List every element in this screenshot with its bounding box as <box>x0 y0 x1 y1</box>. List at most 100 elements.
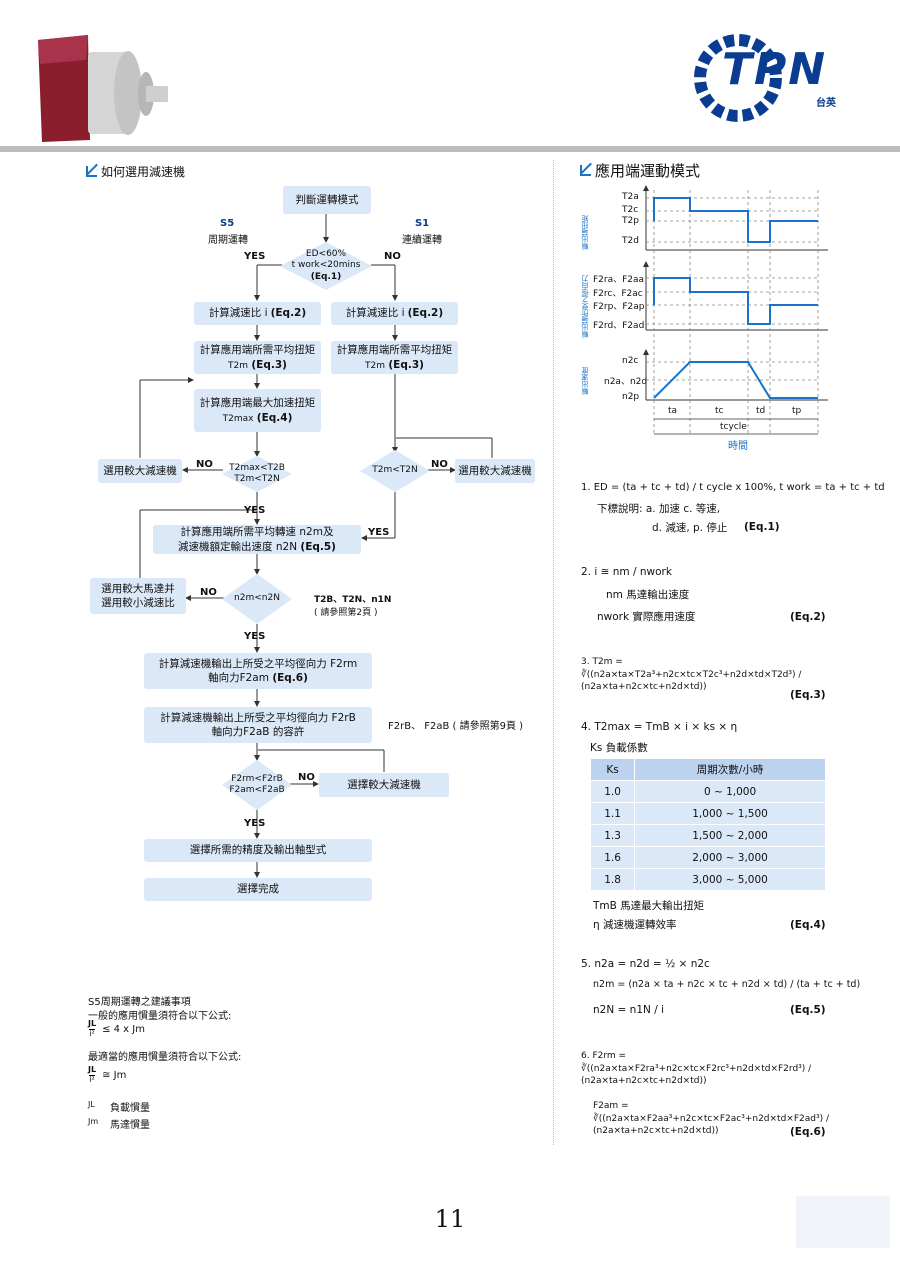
calc-avg-torque-s5: 計算應用端所需平均扭矩 T2m (Eq.3) <box>194 341 321 374</box>
note-ratings: T2B、T2N、n1N( 請參照第2頁 ) <box>314 595 392 618</box>
logo-text: TPN <box>722 44 828 95</box>
n2p-label: n2p <box>622 392 640 402</box>
d3-yes: YES <box>368 527 390 538</box>
d5-yes: YES <box>244 818 266 829</box>
calc-max-torque: 計算應用端最大加速扭矩 T2max (Eq.4) <box>194 389 321 432</box>
cycles-col-header: 周期次數/小時 <box>634 758 826 781</box>
section-arrow-icon <box>580 165 591 176</box>
y-axis-torque-label: 輸出端扭矩 <box>581 215 589 250</box>
calc-force-box: 計算減速機輸出上所受之平均徑向力 F2rm 軸向力F2am (Eq.6) <box>144 653 372 689</box>
s1-code: S1 <box>415 218 430 229</box>
d5-no: NO <box>298 772 315 783</box>
calc-ratio-s5: 計算減速比 i(Eq.2) <box>194 302 321 325</box>
jm-description: 馬達慣量 <box>110 1120 150 1131</box>
eq2-nwork: nwork 實際應用速度 <box>597 611 696 623</box>
eq2-number: (Eq.2) <box>790 611 826 623</box>
phase-ta: ta <box>668 406 678 416</box>
choose-larger-right: 選用較大減速機 <box>455 459 535 483</box>
decision-operating-mode: ED<60%t work<20mins(Eq.1) <box>280 242 372 290</box>
logo-subtext: 台英 <box>816 98 836 109</box>
tmb-description: TmB 馬達最大輸出扭矩 <box>593 900 705 912</box>
tpn-logo: TPN 台英 <box>688 28 868 128</box>
t2a-label: T2a <box>622 192 639 202</box>
choose-larger-left: 選用較大減速機 <box>98 459 182 483</box>
left-section-title: 如何選用減速機 <box>86 163 185 180</box>
header-rule <box>0 146 900 152</box>
s1-name: 連續運轉 <box>402 235 442 246</box>
done-box: 選擇完成 <box>144 878 372 901</box>
t2c-label: T2c <box>622 205 639 215</box>
decision-torque-s1: T2m<T2N <box>360 450 430 492</box>
d4-no: NO <box>200 587 217 598</box>
eq3-number: (Eq.3) <box>790 689 826 701</box>
y-axis-speed-label: 輸出速度 <box>581 367 589 395</box>
time-axis-label: 時間 <box>728 441 748 452</box>
choose-motor-box: 選用較大馬達并選用較小減速比 <box>90 578 186 614</box>
decision-speed: n2m<n2N <box>222 574 292 624</box>
ks-col-header: Ks <box>589 758 636 781</box>
f2p-label: F2rp、F2ap <box>593 302 645 312</box>
d1-no: NO <box>384 251 401 262</box>
eq5-line3: n2N = n1N / i <box>593 1004 664 1016</box>
eq4-number: (Eq.4) <box>790 919 826 931</box>
eq4-formula: 4. T2max = TmB × i × ks × η <box>581 721 738 733</box>
section-arrow-icon <box>86 166 97 177</box>
eta-description: η 減速機運轉效率 <box>593 919 677 931</box>
f2d-label: F2rd、F2ad <box>593 321 645 331</box>
eq2-formula: 2. i ≅ nm / nwork <box>581 566 672 578</box>
eq3-formula: 3. T2m = ∛((n2a×ta×T2a³+n2c×tc×T2c³+n2d×… <box>581 657 802 693</box>
d4-yes: YES <box>244 631 266 642</box>
phase-td: td <box>756 406 766 416</box>
jl-description: 負載慣量 <box>110 1103 150 1114</box>
d1-yes: YES <box>244 251 266 262</box>
s5-name: 周期運轉 <box>208 235 248 246</box>
t2p-label: T2p <box>622 216 639 226</box>
calc-speed-box: 計算應用端所需平均轉速 n2m及 減速機額定輸出速度 n2N (Eq.5) <box>153 525 361 554</box>
eq1-number: (Eq.1) <box>744 521 780 533</box>
d3-no: NO <box>431 459 448 470</box>
column-divider <box>553 160 554 1145</box>
s5-note-1: 一般的應用慣量須符合以下公式: <box>88 1011 232 1022</box>
select-precision-box: 選擇所需的精度及輸出軸型式 <box>144 839 372 862</box>
jm-symbol: Jm <box>88 1117 99 1126</box>
gearbox-image <box>28 30 178 148</box>
f2a-label: F2ra、F2aa <box>593 275 645 285</box>
corner-mark <box>796 1196 890 1248</box>
phase-tc: tc <box>715 406 724 416</box>
s5-code: S5 <box>220 218 235 229</box>
y-axis-force-label: 輸出端所受之徑向力 <box>581 275 589 338</box>
f2c-label: F2rc、F2ac <box>593 289 643 299</box>
eq2-nm: nm 馬達輸出速度 <box>606 589 690 601</box>
d2-yes: YES <box>244 505 266 516</box>
d2-no: NO <box>196 459 213 470</box>
tcycle-label: tcycle <box>720 422 747 432</box>
jl-symbol: JL <box>88 1100 95 1109</box>
eq6-line1: 6. F2rm = ∛((n2a×ta×F2ra³+n2c×tc×F2rc³+n… <box>581 1051 812 1087</box>
phase-tp: tp <box>792 406 802 416</box>
right-section-title: 應用端運動模式 <box>580 160 700 181</box>
note-allowable-force: F2rB、 F2aB ( 請參照第9頁 ) <box>388 721 524 732</box>
t2d-label: T2d <box>622 236 639 246</box>
eq1-formula: 1. ED = (ta + tc + td) / t cycle x 100%,… <box>581 482 885 493</box>
eq6-line2: F2am = ∛((n2a×ta×F2aa³+n2c×tc×F2ac³+n2d×… <box>593 1101 829 1137</box>
n2a-label: n2a、n2d <box>604 377 648 387</box>
eq1-subscript-1: 下標說明: a. 加速 c. 等速, <box>597 503 721 515</box>
eq1-subscript-2: d. 減速, p. 停止 <box>652 522 728 534</box>
start-box: 判斷運轉模式 <box>283 186 371 214</box>
s5-note-title: S5周期運轉之建議事項 <box>88 997 191 1008</box>
n2c-label: n2c <box>622 356 639 366</box>
eq5-line1: 5. n2a = n2d = ½ × n2c <box>581 958 710 970</box>
eq6-number: (Eq.6) <box>790 1126 826 1138</box>
eq5-number: (Eq.5) <box>790 1004 826 1016</box>
s5-note-2: 最適當的應用慣量須符合以下公式: <box>88 1052 242 1063</box>
eq5-line2: n2m = (n2a × ta + n2c × tc + n2d × td) /… <box>593 979 861 990</box>
